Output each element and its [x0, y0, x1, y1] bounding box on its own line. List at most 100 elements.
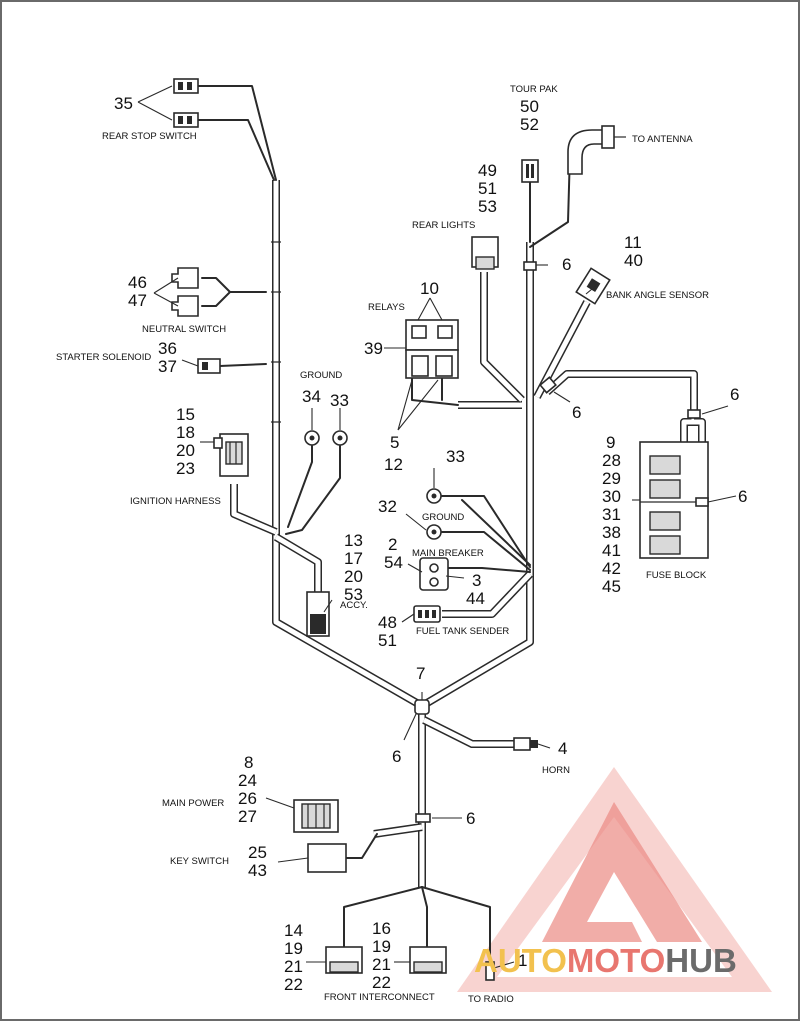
ground-terminal-33-mid [426, 488, 442, 504]
callout-rear-stop-1: 35 [114, 94, 133, 113]
callout-front-left-4: 22 [284, 975, 303, 994]
label-ground-top: GROUND [300, 370, 342, 381]
callout-bank-angle-2: 40 [624, 251, 643, 270]
main-power-connector [293, 799, 339, 833]
callout-fuse-2: 28 [602, 451, 621, 470]
callout-fuse-7: 41 [602, 541, 621, 560]
callout-accy-4: 53 [344, 585, 363, 604]
logo-word-auto: AUTO [474, 942, 567, 979]
callout-starter-1: 36 [158, 339, 177, 358]
label-key-switch: KEY SWITCH [170, 856, 229, 867]
label-bank-angle-sensor: BANK ANGLE SENSOR [606, 290, 709, 301]
label-ground-mid: GROUND [422, 512, 464, 523]
leader-lines [137, 85, 737, 969]
horn-connector [513, 737, 538, 751]
callout-main-power-3: 26 [238, 789, 257, 808]
callout-lower-clip: 6 [466, 809, 475, 828]
callout-clip-tourpak: 6 [562, 255, 571, 274]
radio-plug [485, 961, 495, 981]
label-to-antenna: TO ANTENNA [632, 134, 693, 145]
callout-key-switch-2: 43 [248, 861, 267, 880]
label-horn: HORN [542, 765, 570, 776]
callout-fuse-9: 45 [602, 577, 621, 596]
callout-junction-clip: 6 [392, 747, 401, 766]
callout-ground-33: 33 [330, 391, 349, 410]
callout-rear-lights-1: 49 [478, 161, 497, 180]
callout-fuse-5: 31 [602, 505, 621, 524]
callout-rear-lights-3: 53 [478, 197, 497, 216]
main-harness [230, 180, 706, 887]
label-relays: RELAYS [368, 302, 405, 313]
ground-ring-terminal-34 [304, 430, 320, 446]
logo-watermark [457, 767, 772, 992]
label-fuel-tank-sender: FUEL TANK SENDER [416, 626, 509, 637]
callout-breaker-right-1: 3 [472, 571, 481, 590]
callout-neutral-1: 46 [128, 273, 147, 292]
callout-clip-fuse-mid: 6 [738, 487, 747, 506]
label-front-interconnect: FRONT INTERCONNECT [324, 992, 435, 1003]
callout-relays-side: 39 [364, 339, 383, 358]
callout-accy-2: 17 [344, 549, 363, 568]
callout-neutral-2: 47 [128, 291, 147, 310]
callout-clip-fuse-top: 6 [730, 385, 739, 404]
relays-assembly [405, 319, 459, 379]
callout-starter-2: 37 [158, 357, 177, 376]
ground-ring-terminal-33 [332, 430, 348, 446]
label-tour-pak: TOUR PAK [510, 84, 558, 95]
svg-text:AUTOMOTOHUB: AUTOMOTOHUB [474, 942, 737, 979]
callout-ignition-1: 15 [176, 405, 195, 424]
callout-bank-angle-1: 11 [624, 233, 642, 252]
callout-fuse-6: 38 [602, 523, 621, 542]
logo-word-moto: MOTO [567, 942, 665, 979]
label-ignition-harness: IGNITION HARNESS [130, 496, 221, 507]
callout-accy-3: 20 [344, 567, 363, 586]
callout-main-power-2: 24 [238, 771, 257, 790]
rear-stop-switch-connector-1 [173, 78, 199, 94]
callout-front-left-3: 21 [284, 957, 303, 976]
bank-angle-sensor [575, 267, 611, 305]
label-neutral-switch: NEUTRAL SWITCH [142, 324, 226, 335]
logo-wordmark: AUTOMOTOHUB [474, 942, 737, 979]
logo-word-hub: HUB [665, 942, 737, 979]
callout-fuse-3: 29 [602, 469, 621, 488]
ignition-harness-connector [213, 433, 249, 477]
callout-ignition-4: 23 [176, 459, 195, 478]
callout-numbers: 35 50 52 49 51 53 11 40 46 47 10 39 36 3… [114, 94, 747, 994]
callout-radio: 1 [518, 951, 527, 970]
starter-solenoid-connector [197, 358, 221, 374]
rear-lights-connector [471, 236, 499, 270]
front-interconnect-left [325, 946, 363, 974]
callout-fuse-4: 30 [602, 487, 621, 506]
callout-relay-bottom-2: 12 [384, 455, 403, 474]
callout-tour-pak-1: 50 [520, 97, 539, 116]
label-to-radio: TO RADIO [468, 994, 514, 1005]
rear-stop-switch-connector-2 [173, 112, 199, 128]
callout-rear-lights-2: 51 [478, 179, 497, 198]
callout-ignition-2: 18 [176, 423, 195, 442]
callout-front-right-2: 19 [372, 937, 391, 956]
callout-relays-top: 10 [420, 279, 439, 298]
label-accy: ACCY. [340, 600, 368, 611]
callout-tour-pak-2: 52 [520, 115, 539, 134]
label-fuse-block: FUSE BLOCK [646, 570, 707, 581]
wire-clips [415, 261, 709, 823]
fuel-tank-sender-connector [413, 605, 441, 623]
callout-accy-1: 13 [344, 531, 363, 550]
callout-main-power-4: 27 [238, 807, 257, 826]
callout-ground-mid-32: 32 [378, 497, 397, 516]
callout-relay-bottom-1: 5 [390, 433, 399, 452]
neutral-switch-connectors [171, 267, 199, 317]
main-breaker [419, 557, 449, 591]
callout-clip-bank: 6 [572, 403, 581, 422]
callout-breaker-right-2: 44 [466, 589, 485, 608]
ground-terminal-32-mid [426, 524, 442, 540]
callout-breaker-left-2: 54 [384, 553, 403, 572]
label-main-power: MAIN POWER [162, 798, 224, 809]
callout-ignition-3: 20 [176, 441, 195, 460]
callout-front-left-1: 14 [284, 921, 303, 940]
callout-front-right-3: 21 [372, 955, 391, 974]
label-rear-lights: REAR LIGHTS [412, 220, 475, 231]
callout-ground-34: 34 [302, 387, 321, 406]
callout-fuel-1: 48 [378, 613, 397, 632]
